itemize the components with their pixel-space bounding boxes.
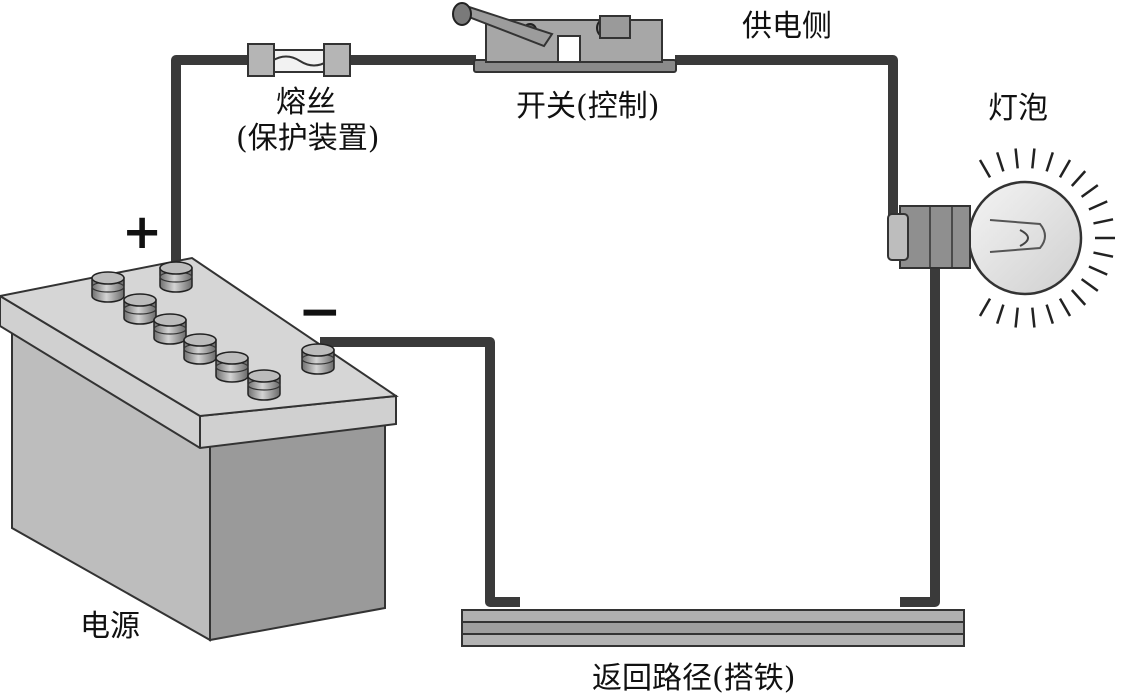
switch-label: 开关(控制) — [516, 89, 660, 124]
negative-sign: − — [298, 282, 342, 342]
bulb-ray — [978, 297, 992, 317]
bulb-ray — [1093, 251, 1114, 258]
fuse — [247, 43, 351, 77]
bulb-ray — [978, 159, 992, 179]
bulb-ray — [1058, 297, 1072, 317]
bulb-ray — [1058, 159, 1072, 179]
cell-cap — [153, 313, 187, 345]
bulb-ray — [1080, 184, 1099, 198]
bulb-label: 灯泡 — [988, 91, 1048, 126]
bulb-ray — [1014, 307, 1019, 328]
positive-sign: + — [122, 204, 163, 260]
cell-cap — [215, 351, 249, 383]
return-path-label: 返回路径(搭铁) — [592, 661, 796, 696]
bulb-ray — [1045, 152, 1055, 172]
bulb-ray — [1031, 307, 1036, 328]
bulb-ray — [1045, 304, 1055, 324]
power-source-label: 电源 — [80, 609, 140, 644]
return-wire — [320, 250, 940, 607]
bulb-ray — [1088, 200, 1108, 211]
bulb-ray — [1093, 218, 1114, 225]
bulb-ray — [995, 152, 1005, 172]
battery-terminals — [91, 261, 335, 401]
bulb-ray — [1088, 265, 1108, 276]
knife-switch — [452, 2, 677, 73]
bulb-ray — [1031, 148, 1036, 169]
light-bulb — [887, 180, 1083, 296]
bulb-ray — [1014, 148, 1019, 169]
bulb-ray — [1070, 170, 1087, 187]
positive-terminal — [159, 261, 193, 293]
negative-terminal — [301, 343, 335, 375]
cell-cap — [123, 293, 157, 325]
bulb-ray — [1080, 278, 1099, 292]
cell-cap — [183, 333, 217, 365]
bulb-ray — [995, 304, 1005, 324]
supply-side-label: 供电侧 — [742, 9, 832, 44]
fuse-label: 熔丝 — [276, 85, 336, 120]
fuse-note-label: (保护装置) — [236, 121, 380, 156]
cell-cap — [91, 271, 125, 303]
cell-cap — [247, 369, 281, 401]
bulb-rays — [978, 148, 1115, 328]
bulb-ray — [1070, 289, 1087, 306]
supply-wire — [171, 55, 898, 262]
ground-plate — [461, 609, 965, 647]
